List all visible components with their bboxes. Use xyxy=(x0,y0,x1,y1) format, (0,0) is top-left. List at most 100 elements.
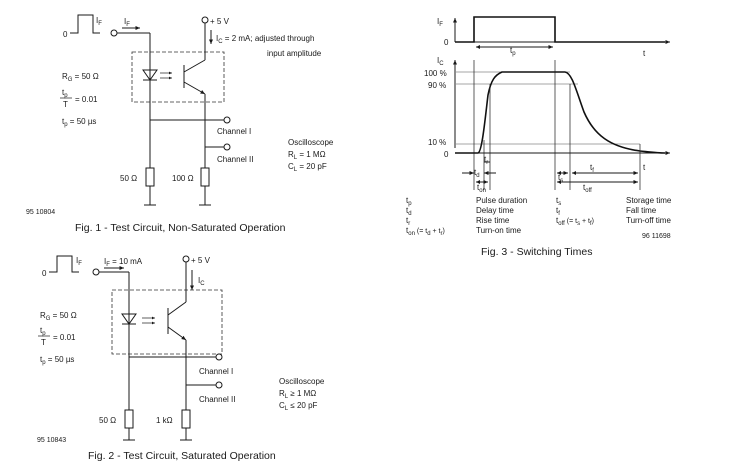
fig2-ref: 95 10843 xyxy=(37,437,66,444)
fig2-osc-title: Oscilloscope xyxy=(279,377,325,386)
fig1-cl: C xyxy=(288,162,294,171)
svg-text:IF: IF xyxy=(437,17,443,28)
svg-text:tp: tp xyxy=(510,46,516,57)
svg-text:IF: IF xyxy=(76,256,82,267)
legend-sym: t xyxy=(556,206,559,215)
svg-text:ts: ts xyxy=(556,196,561,207)
fig2-pulse-zero: 0 xyxy=(42,269,47,278)
fig1-tp-val: t xyxy=(62,117,65,126)
legend-sym: t xyxy=(406,196,409,205)
svg-text:IC: IC xyxy=(198,276,205,287)
legend-desc: Storage time xyxy=(626,196,672,205)
fig1-ref: 95 10804 xyxy=(26,209,55,216)
svg-text:td: td xyxy=(406,206,412,217)
legend-desc: Delay time xyxy=(476,206,514,215)
fig2-test-circuit-saturated: 0 IF IF = 10 mA + 5 V IC RG = 50 Ω tp T … xyxy=(37,255,325,462)
fig3-td-mark: t xyxy=(474,168,477,177)
legend-desc: Rise time xyxy=(476,216,510,225)
svg-text:RL = 1 MΩ: RL = 1 MΩ xyxy=(288,150,326,161)
svg-text:ton (= td + tr): ton (= td + tr) xyxy=(406,226,445,237)
fig2-resistor-50-icon xyxy=(124,409,134,429)
fig1-rl: R xyxy=(288,150,294,159)
fig1-tp-num: t xyxy=(62,88,65,97)
fig3-zero-top: 0 xyxy=(444,38,449,47)
legend-sym: t xyxy=(406,206,409,215)
fig2-phototransistor-icon xyxy=(167,301,187,341)
fig2-r-left: 50 Ω xyxy=(99,416,116,425)
svg-text:tp: tp xyxy=(40,326,46,337)
fig1-if-arrow-sub: F xyxy=(126,22,130,28)
fig2-channel2-label: Channel II xyxy=(199,395,235,404)
fig1-channel1-terminal xyxy=(223,116,231,124)
fig1-resistor-50-icon xyxy=(145,167,155,187)
fig1-caption: Fig. 1 - Test Circuit, Non-Saturated Ope… xyxy=(75,222,286,234)
fig1-if-sub: F xyxy=(98,21,102,27)
fig2-tp-ratio: = 0.01 xyxy=(53,333,76,342)
fig1-ic-pre: I xyxy=(216,34,218,43)
fig1-r-right: 100 Ω xyxy=(172,174,194,183)
fig1-channel2-label: Channel II xyxy=(217,155,253,164)
fig3-tp-mark: t xyxy=(510,46,513,55)
fig3-p90: 90 % xyxy=(428,81,446,90)
svg-text:IF: IF xyxy=(96,16,102,27)
legend-desc: Pulse duration xyxy=(476,196,527,205)
svg-text:IF = 10 mA: IF = 10 mA xyxy=(104,257,143,268)
fig2-supply-label: + 5 V xyxy=(191,256,211,265)
fig1-resistor-100-icon xyxy=(200,167,210,187)
fig3-if-axis-label: I xyxy=(437,17,439,26)
fig3-t-bottom: t xyxy=(643,163,646,172)
fig2-if-cond: I xyxy=(104,257,106,266)
fig2-channel2-terminal xyxy=(215,381,223,389)
fig1-input-terminal xyxy=(110,29,118,37)
fig3-ton-mark: t xyxy=(477,183,480,192)
legend-sym: t xyxy=(406,226,409,235)
fig2-tp-val: t xyxy=(40,355,43,364)
fig2-channel1-terminal xyxy=(215,353,223,361)
fig3-switching-times: IF 0 t tp IC 100 % 90 % 10 % 0 t tr td xyxy=(406,16,672,258)
svg-text:ton: ton xyxy=(477,183,486,194)
fig3-legend-left: tp Pulse duration td Delay time tr Rise … xyxy=(406,196,527,237)
fig1-channel1-label: Channel I xyxy=(217,127,251,136)
fig3-p100: 100 % xyxy=(424,69,447,78)
fig3-legend-right: ts Storage time tf Fall time toff (= ts … xyxy=(556,196,672,227)
fig2-tp-den: T xyxy=(41,338,46,347)
fig3-p10: 10 % xyxy=(428,138,446,147)
fig2-input-pulse xyxy=(49,255,79,273)
fig1-input-pulse: 0 IF xyxy=(63,14,102,39)
legend-desc: Turn-on time xyxy=(476,226,522,235)
fig1-osc-title: Oscilloscope xyxy=(288,138,334,147)
fig2-caption: Fig. 2 - Test Circuit, Saturated Operati… xyxy=(88,450,276,462)
legend-sym: t xyxy=(406,216,409,225)
svg-text:IF: IF xyxy=(124,17,130,28)
svg-text:tp: tp xyxy=(406,196,412,207)
fig1-if-arrow-label: I xyxy=(124,17,126,26)
svg-text:CL ≤ 20 pF: CL ≤ 20 pF xyxy=(279,401,318,412)
fig1-tp-den: T xyxy=(63,100,68,109)
fig1-rg: R xyxy=(62,72,68,81)
svg-text:tp = 50 µs: tp = 50 µs xyxy=(62,117,96,128)
svg-text:toff: toff xyxy=(583,183,592,194)
fig2-r-right: 1 kΩ xyxy=(156,416,173,425)
svg-text:RG = 50 Ω: RG = 50 Ω xyxy=(40,311,77,322)
fig3-ref: 96 11698 xyxy=(642,233,671,240)
legend-desc: Turn-off time xyxy=(626,216,671,225)
fig1-optocoupler-box xyxy=(131,51,225,103)
fig2-led-icon xyxy=(121,313,155,325)
fig2-cl: C xyxy=(279,401,285,410)
fig2-rg: R xyxy=(40,311,46,320)
fig3-ic-waveform xyxy=(455,71,666,154)
fig3-tf-mark: t xyxy=(590,163,593,172)
svg-text:tr: tr xyxy=(406,216,410,227)
svg-text:td: td xyxy=(474,168,480,179)
svg-text:tp: tp xyxy=(62,88,68,99)
fig3-zero-bottom: 0 xyxy=(444,150,449,159)
fig3-tr-mark: t xyxy=(484,155,487,164)
fig3-toff-mark: t xyxy=(583,183,586,192)
svg-text:tf: tf xyxy=(590,163,594,174)
fig2-tp-num: t xyxy=(40,326,43,335)
fig1-channel2-terminal xyxy=(223,143,231,151)
fig2-resistor-1k-icon xyxy=(181,409,191,429)
fig2-optocoupler-box xyxy=(111,289,223,355)
svg-text:CL = 20 pF: CL = 20 pF xyxy=(288,162,327,173)
